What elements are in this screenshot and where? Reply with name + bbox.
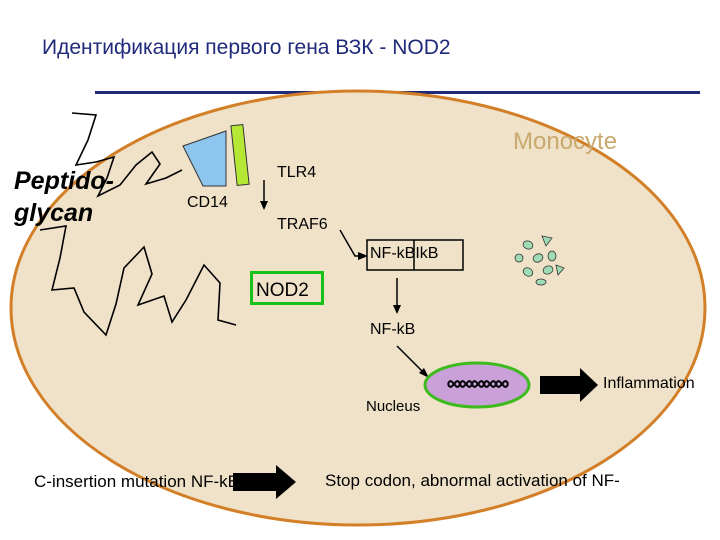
tlr4-receptor	[230, 123, 250, 187]
inflammation-arrow	[540, 368, 598, 402]
peptidoglycan-fiber	[39, 225, 237, 337]
monocyte-label: Monocyte	[513, 128, 618, 155]
monocyte-cell	[9, 89, 707, 527]
nfkb-to-nucleus-arrow	[396, 345, 427, 376]
nucleus-label: Nucleus	[366, 398, 421, 415]
cd14-receptor	[182, 130, 227, 187]
nfkb-complex-box	[366, 239, 464, 271]
tlr4-label: TLR4	[277, 164, 317, 181]
inflammation-label: Inflammation	[603, 375, 695, 392]
nfkb-label: NF-kB	[370, 321, 416, 338]
mutation-effect-arrow	[233, 465, 296, 499]
cd14-label: CD14	[187, 194, 228, 211]
nod2-box: NOD2	[250, 271, 324, 305]
stop-codon-label: Stop codon, abnormal activation of NF-	[325, 471, 620, 490]
ikb-fragments	[514, 235, 565, 286]
slide-title: Идентификация первого гена ВЗК - NOD2	[42, 36, 451, 59]
peptidoglycan-fiber	[71, 112, 183, 198]
traf6-label: TRAF6	[277, 216, 328, 233]
mutation-label: C-insertion mutation NF-kB	[34, 472, 240, 491]
peptidoglycan-label: Peptido- glycan	[14, 167, 114, 227]
nfkb-complex-label: NF-kBIkB	[370, 245, 439, 262]
